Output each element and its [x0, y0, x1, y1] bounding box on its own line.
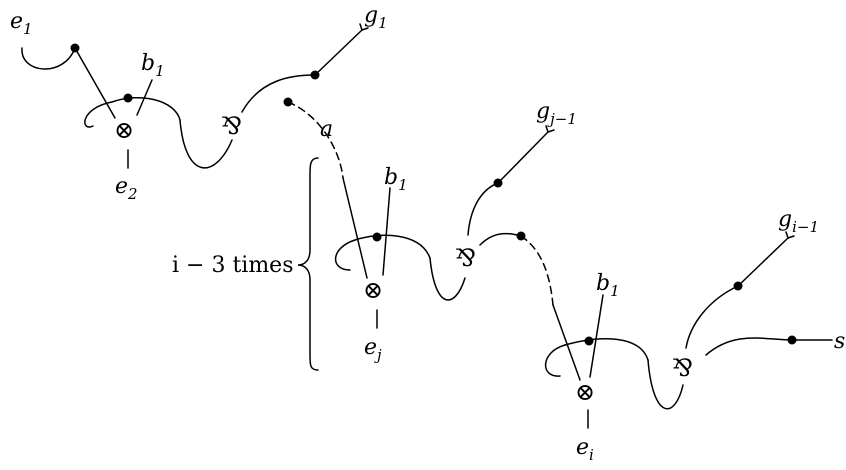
tensor1-symbol: ⊗ [114, 116, 134, 144]
tensor-j-to-par-j [429, 257, 466, 301]
gj1-wire [497, 131, 549, 184]
label-b1-mid: b1 [384, 165, 408, 194]
label-s: s [834, 329, 845, 354]
a-node [283, 97, 293, 107]
gj1-end [545, 125, 555, 133]
repeat-label: i − 3 times [172, 253, 294, 278]
b1-mid-node [372, 232, 382, 242]
label-ej: ej [364, 335, 382, 364]
repeat-brace [297, 157, 319, 371]
tensor-i-left-wire [552, 304, 581, 381]
label-b1-low: b1 [596, 271, 620, 300]
s-node [787, 335, 797, 345]
gi1-node [733, 281, 743, 291]
a-wire [287, 101, 344, 179]
tensor-i-top-wire [564, 338, 649, 361]
par-i-to-s [705, 337, 793, 356]
label-a: a [320, 117, 333, 142]
label-ei: ei [576, 435, 594, 464]
gi1-wire [737, 237, 789, 287]
tensor1-arc [84, 101, 113, 128]
par-j-to-g [467, 182, 499, 236]
b1-top-wire [136, 79, 153, 116]
tensor-j-top-wire [354, 234, 431, 259]
b1-mid-wire [382, 187, 391, 276]
e1-link [74, 47, 116, 119]
label-b1-top: b1 [141, 51, 165, 80]
tensor-i-symbol: ⊗ [575, 378, 595, 406]
tensor1-top-wire [111, 96, 181, 121]
tensor-i-to-par-i [647, 359, 684, 410]
label-gj1: gj−1 [536, 99, 577, 128]
tensor-j-symbol: ⊗ [363, 276, 383, 304]
tensor-i-arc [544, 344, 566, 377]
par1-symbol: ⅋ [221, 112, 242, 140]
par1-to-g1 [241, 74, 316, 113]
label-g1: g1 [364, 3, 388, 32]
label-e2: e2 [115, 174, 138, 203]
b1-low-wire [589, 294, 604, 378]
gi1-end [785, 231, 795, 239]
tensor-j-left-wire [342, 177, 368, 279]
e1-node [70, 43, 80, 53]
label-gi1: gi−1 [778, 207, 819, 236]
e1-wire [21, 47, 76, 70]
tensor1-to-par1 [179, 119, 233, 169]
b1-low-node [584, 336, 594, 346]
gj1-node [493, 178, 503, 188]
par-i-to-g [685, 285, 739, 349]
b1-top-node [123, 93, 133, 103]
par-i-symbol: ⅋ [672, 354, 693, 382]
g1-node [310, 70, 320, 80]
par-j-right-wire [479, 232, 522, 246]
g1-end [359, 23, 369, 31]
par-j-dot [516, 231, 526, 241]
g1-wire [314, 29, 363, 76]
tensor-j-arc [334, 239, 356, 271]
label-e1: e1 [10, 9, 33, 38]
par-j-symbol: ⅋ [455, 244, 476, 272]
par-j-dashed-wire [520, 235, 554, 306]
